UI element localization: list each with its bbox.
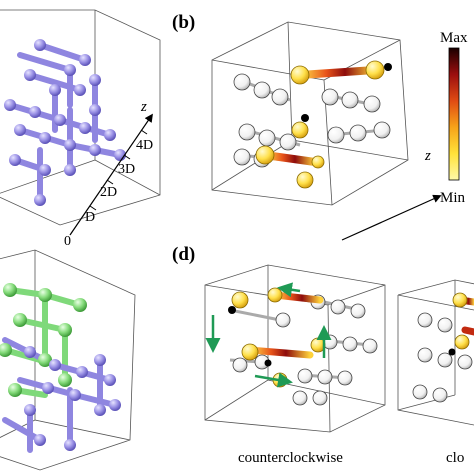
axis-a-tick-4: 4D [136,138,153,153]
panel-b-label: (b) [172,12,195,33]
axis-b-label: z [424,148,431,164]
axis-a-tick-3: 3D [118,162,135,177]
caption-left: counterclockwise [238,450,343,466]
panel-d: (d) [172,244,474,466]
panel-b-hot-loop [261,66,379,174]
panel-d-right-white-atoms [412,312,473,403]
panel-d-right: clo [397,279,474,466]
axis-a-tick-1: D [85,210,95,225]
panel-b: (b) z [172,12,468,241]
colorbar-max-label: Max [440,30,468,46]
panel-a: z 0 D 2D 3D 4D [0,9,161,249]
axis-a-ticks [89,129,148,211]
axis-a-label: z [140,99,147,115]
panel-b-white-atoms [233,73,391,168]
caption-right: clo [446,450,464,466]
colorbar-min-label: Min [440,190,466,206]
axis-a-line [69,113,153,236]
panel-d-right-hot-atoms [452,292,470,350]
panel-d-left-source-dot-2 [264,359,272,367]
colorbar [448,47,460,181]
panel-b-source-dot-2 [384,63,392,71]
panel-a-atoms [4,39,126,206]
panel-a-box [0,9,161,226]
panel-d-right-source-dot [448,348,456,356]
panel-d-left-hot-atoms [231,287,326,388]
axis-a-tick-0: 0 [64,234,71,249]
panel-b-source-dot [301,114,309,122]
panel-d-label: (d) [172,244,195,265]
panel-d-left-source-dot [228,306,236,314]
panel-d-left: counterclockwise [204,264,386,466]
panel-c-green-atoms [0,283,87,397]
axis-b-line [341,194,442,241]
panel-c-blue-atoms [24,346,121,451]
panel-c [0,249,136,471]
axis-a-tick-2: 2D [100,185,117,200]
arrow-icon [205,282,332,388]
panel-b-hot-atoms [255,60,385,189]
panel-d-left-box [204,264,386,433]
